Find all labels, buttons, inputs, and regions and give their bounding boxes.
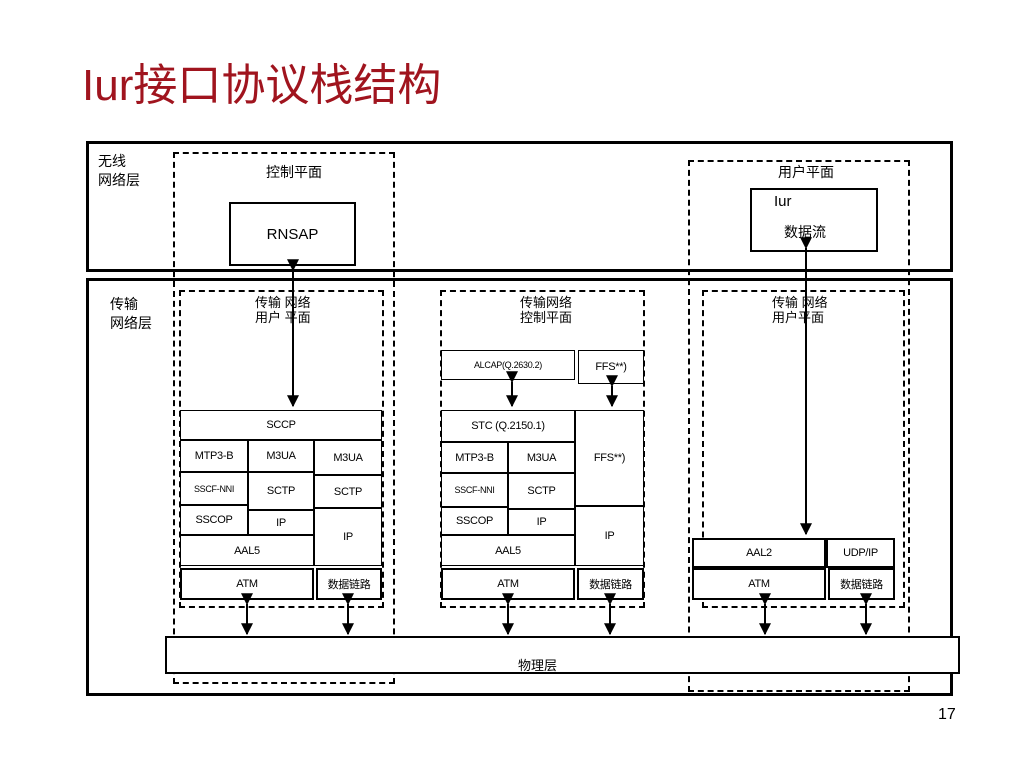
transport-network-layer-frame [86,278,953,696]
sccp-cell: SCCP [180,410,382,440]
transport-network-layer-label: 传输 网络层 [110,296,152,331]
iur-label: Iur [774,193,792,210]
control-plane-frame [173,152,395,684]
sctp-cell-a: SCTP [248,472,314,510]
sscop-cell: SSCOP [180,505,248,535]
sctp-cell-b: SCTP [314,475,382,508]
user-plane-label: 用户平面 [778,164,834,180]
tn-control-plane-label: 传输网络 控制平面 [520,295,573,325]
stc-cell: STC (Q.2150.1) [441,410,575,442]
udp-ip-cell: UDP/IP [826,538,895,568]
ip-cell-b: IP [314,508,382,566]
data-stream-label: 数据流 [784,224,826,240]
sscf-nni-cell: SSCF-NNI [180,472,248,505]
sscop-cell: SSCOP [441,507,508,535]
page-number: 17 [938,706,956,723]
aal2-cell: AAL2 [692,538,826,568]
page-title: Iur接口协议栈结构 [82,61,442,110]
radio-network-layer-label: 无线 网络层 [98,153,140,188]
sctp-cell: SCTP [508,473,575,509]
control-plane-label: 控制平面 [266,164,322,180]
data-link-cell: 数据链路 [828,568,895,600]
sscf-nni-cell: SSCF-NNI [441,473,508,507]
mtp3b-cell: MTP3-B [441,442,508,473]
alcap-cell: ALCAP(Q.2630.2) [441,350,575,380]
m3ua-cell-b: M3UA [314,440,382,475]
aal5-cell: AAL5 [441,535,575,566]
ip-cell-a: IP [248,510,314,535]
aal5-cell: AAL5 [180,535,314,566]
iur-data-stream-box: Iur 数据流 [750,188,878,252]
ip-cell-a: IP [508,509,575,535]
physical-layer-box: 物理层 [165,636,960,674]
user-plane-frame [688,160,910,692]
m3ua-cell-a: M3UA [248,440,314,472]
m3ua-cell: M3UA [508,442,575,473]
rnsap-label: RNSAP [266,225,319,243]
physical-layer-label: 物理层 [518,658,558,673]
ffs-mid-cell: FFS**) [575,410,644,506]
ip-cell-b: IP [575,506,644,566]
radio-network-layer-frame [86,141,953,272]
mtp3b-cell: MTP3-B [180,440,248,472]
